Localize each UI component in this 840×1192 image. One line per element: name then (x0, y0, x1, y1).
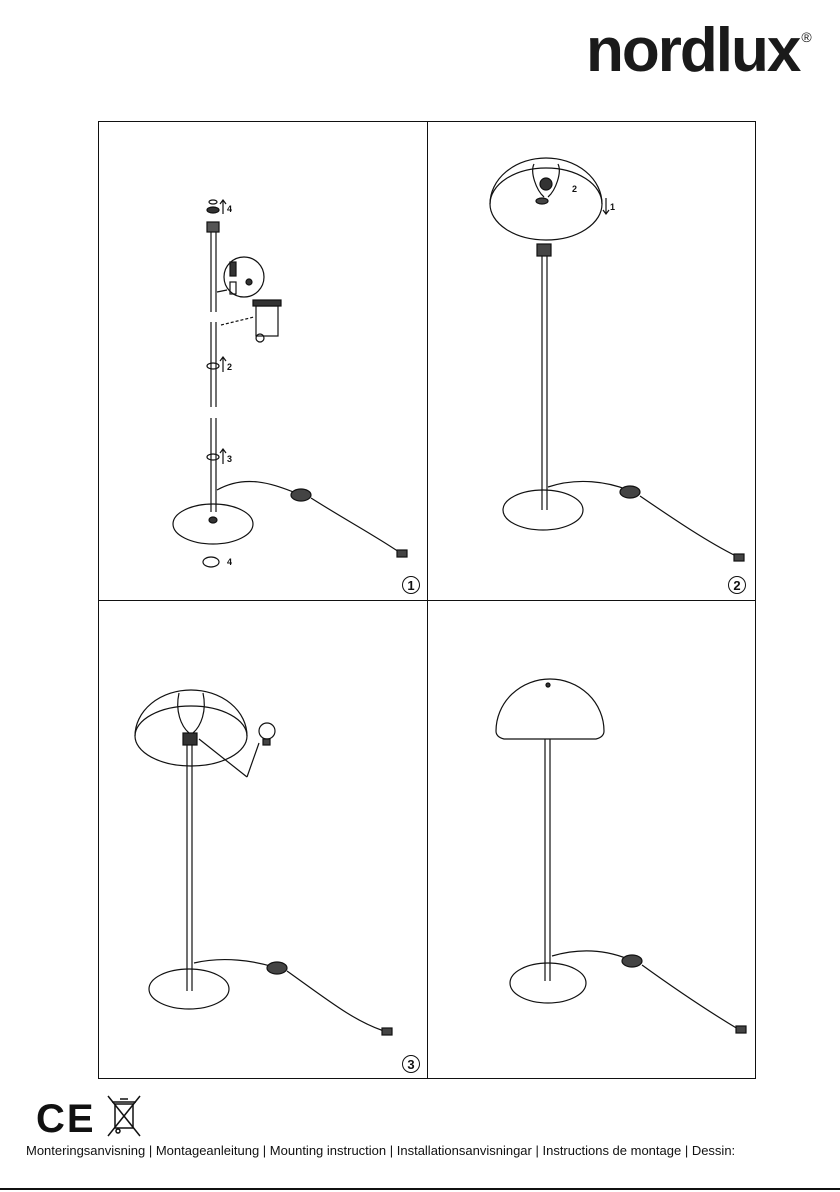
footer-languages: Monteringsanvisning | Montageanleitung |… (26, 1143, 735, 1158)
svg-text:2: 2 (227, 362, 232, 372)
svg-text:3: 3 (227, 454, 232, 464)
panel-1: 4 2 3 4 1 (99, 122, 426, 599)
registered-mark: ® (801, 29, 809, 45)
certification-marks: CE (36, 1094, 144, 1143)
panel-4 (428, 601, 755, 1078)
svg-text:1: 1 (610, 202, 615, 212)
svg-text:2: 2 (572, 184, 577, 194)
ce-mark: CE (36, 1099, 96, 1139)
step-number-1: 1 (402, 576, 420, 594)
assembly-diagram-step-1: 4 2 3 4 (99, 122, 426, 599)
assembly-diagram-step-3 (99, 601, 426, 1078)
brand-logo: nordlux® (586, 20, 810, 82)
finished-lamp-diagram (428, 601, 755, 1078)
brand-name: nordlux (586, 16, 799, 85)
crossed-bin-icon (104, 1094, 144, 1143)
svg-text:4: 4 (227, 557, 232, 567)
assembly-diagram-step-2: 2 1 (428, 122, 755, 599)
panel-2: 2 1 2 (428, 122, 755, 599)
panel-3: 3 (99, 601, 426, 1078)
step-number-3: 3 (402, 1055, 420, 1073)
bottom-rule (0, 1188, 840, 1190)
svg-text:4: 4 (227, 204, 232, 214)
step-number-2: 2 (728, 576, 746, 594)
